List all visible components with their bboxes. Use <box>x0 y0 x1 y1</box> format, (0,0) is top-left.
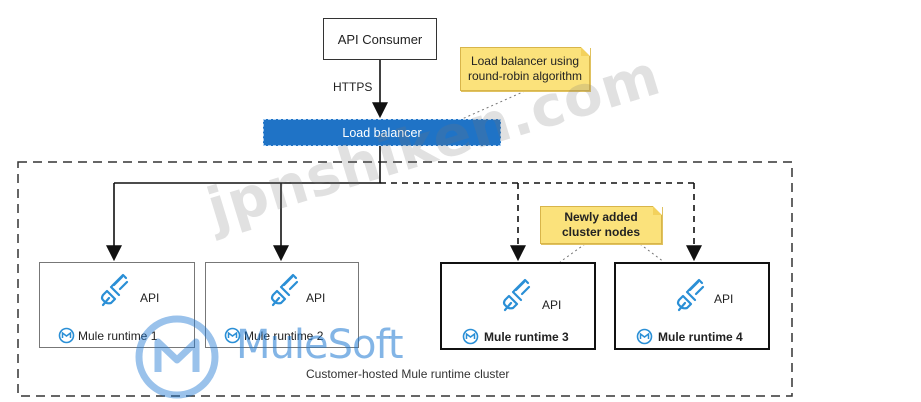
cluster-label: Customer-hosted Mule runtime cluster <box>306 367 510 381</box>
load-balancer-note: Load balancer using round-robin algorith… <box>460 47 590 91</box>
api-plug-icon <box>502 278 531 312</box>
note-new-connector-3 <box>559 243 586 263</box>
new-nodes-note-line-1: Newly added <box>564 210 638 224</box>
new-nodes-note: Newly added cluster nodes <box>540 206 662 244</box>
mule-runtime-4-box: API Mule runtime 4 <box>614 262 770 350</box>
mule-runtime-icon <box>636 328 653 345</box>
api-plug-icon <box>100 273 129 307</box>
load-balancer-box: Load balancer <box>263 119 501 146</box>
mule-runtime-1-box: API Mule runtime 1 <box>39 262 195 348</box>
load-balancer-note-line-1: Load balancer using <box>470 54 580 68</box>
mule-runtime-label: Mule runtime 4 <box>658 330 743 344</box>
api-label: API <box>714 292 734 306</box>
load-balancer-label: Load balancer <box>342 125 422 140</box>
api-label: API <box>140 291 160 305</box>
load-balancer-note-line-2: round-robin algorithm <box>467 69 583 83</box>
cluster-boundary <box>17 161 793 397</box>
mule-runtime-label: Mule runtime 3 <box>484 330 569 344</box>
api-label: API <box>306 291 326 305</box>
mulesoft-logo-icon <box>135 315 219 399</box>
mule-runtime-3-box: API Mule runtime 3 <box>440 262 596 350</box>
mulesoft-logo-text: MuleSoft <box>236 322 404 368</box>
new-nodes-note-line-2: cluster nodes <box>561 225 641 239</box>
mule-runtime-icon <box>58 327 75 344</box>
note-lb-connector <box>461 90 526 120</box>
api-label: API <box>542 298 562 312</box>
api-plug-icon <box>270 273 299 307</box>
note-new-connector-4 <box>639 243 665 263</box>
mule-runtime-2-box: API Mule runtime 2 <box>205 262 359 348</box>
mule-runtime-label: Mule runtime 2 <box>244 329 324 343</box>
api-plug-icon <box>676 278 705 312</box>
https-label: HTTPS <box>333 80 373 94</box>
mule-runtime-icon <box>462 328 479 345</box>
api-consumer-label: API Consumer <box>337 31 423 47</box>
mule-runtime-label: Mule runtime 1 <box>78 329 158 343</box>
api-consumer-box: API Consumer <box>323 18 437 60</box>
mule-runtime-icon <box>224 327 241 344</box>
